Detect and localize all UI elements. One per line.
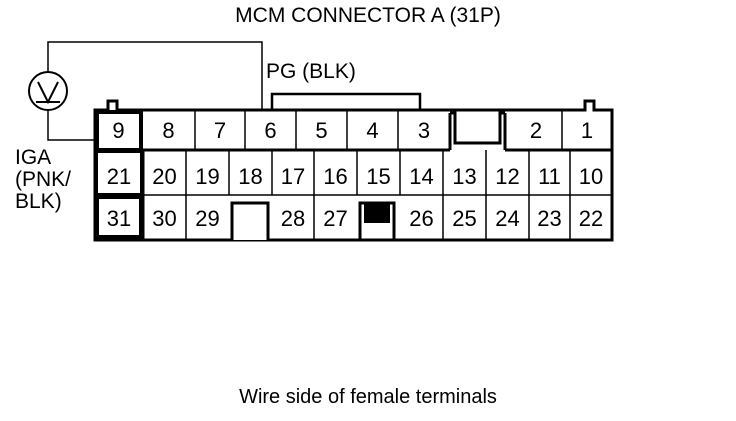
wire-label: IGA (PNK/ BLK) [15, 147, 85, 213]
terminal-22: 22 [579, 206, 603, 231]
terminal-21-box [96, 151, 142, 195]
probe-label: PG (BLK) [266, 60, 356, 83]
wire-label-line-2: (PNK/ [15, 168, 72, 191]
terminal-29: 29 [195, 206, 219, 231]
terminal-16: 16 [323, 164, 347, 189]
terminal-18: 18 [238, 164, 262, 189]
voltmeter-icon [28, 71, 68, 111]
terminal-28: 28 [281, 206, 305, 231]
terminal-24: 24 [495, 206, 519, 231]
key-slot-bottom-left [230, 201, 270, 240]
pg-probe-wire [270, 92, 422, 110]
terminal-17: 17 [281, 164, 305, 189]
terminal-10: 10 [579, 164, 603, 189]
terminal-31: 31 [107, 206, 131, 231]
terminal-30: 30 [152, 206, 176, 231]
terminal-15: 15 [366, 164, 390, 189]
key-slot-top [450, 111, 505, 145]
plugged-terminal [364, 203, 390, 223]
terminal-9-highlight [95, 110, 143, 152]
terminal-26: 26 [409, 206, 433, 231]
terminal-25: 25 [452, 206, 476, 231]
terminal-19: 19 [195, 164, 219, 189]
wire-label-line-3: BLK) [15, 190, 62, 213]
terminal-3: 3 [418, 118, 430, 143]
terminal-4: 4 [366, 118, 378, 143]
wire-label-line-1: IGA [15, 146, 52, 169]
meter-wire-top [47, 41, 263, 110]
diagram-title: MCM CONNECTOR A (31P) [235, 4, 501, 27]
terminal-7: 7 [214, 118, 226, 143]
terminal-13: 13 [452, 164, 476, 189]
terminal-11: 11 [538, 164, 561, 189]
terminal-9: 9 [112, 118, 124, 143]
terminal-31-highlight [95, 195, 143, 239]
meter-wire-bottom [47, 108, 96, 141]
terminal-21: 21 [107, 164, 131, 189]
diagram-caption: Wire side of female terminals [239, 386, 497, 408]
terminal-2: 2 [530, 118, 542, 143]
terminal-14: 14 [409, 164, 433, 189]
terminal-5: 5 [315, 118, 327, 143]
key-slot-bottom-right [358, 201, 396, 240]
terminal-27: 27 [323, 206, 347, 231]
terminal-20: 20 [152, 164, 176, 189]
terminal-8: 8 [162, 118, 174, 143]
terminal-6: 6 [264, 118, 276, 143]
terminal-12: 12 [495, 164, 519, 189]
terminal-23: 23 [537, 206, 561, 231]
terminal-1: 1 [581, 118, 593, 143]
